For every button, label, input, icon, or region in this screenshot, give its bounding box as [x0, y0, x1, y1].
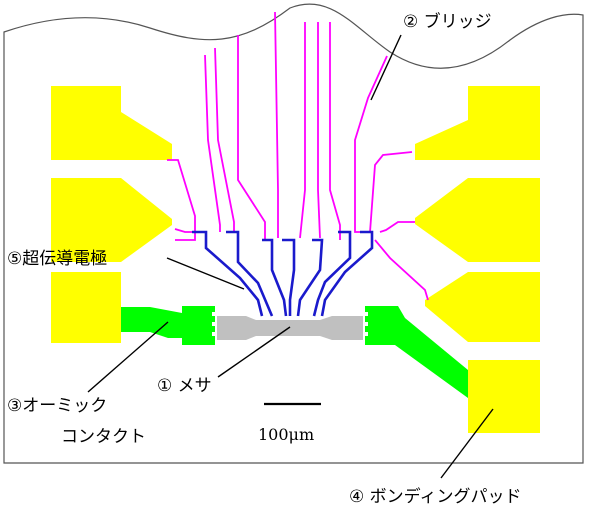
pad-left-middle [51, 178, 172, 262]
leader-bridge [370, 34, 402, 101]
bridges [167, 11, 429, 301]
ohmic-contact-left [121, 306, 215, 345]
bonding-pads [51, 86, 540, 433]
pad-right-middle [415, 178, 540, 262]
pad-right-bottom [468, 360, 540, 433]
leader-superconductor [166, 257, 245, 290]
pad-right-top [415, 86, 540, 160]
ohmic-fingers [212, 312, 368, 336]
mesa [217, 316, 363, 340]
leader-ohmic [87, 321, 169, 393]
leader-lines [87, 34, 494, 479]
label-bridge: ② ブリッジ [403, 11, 492, 32]
pad-left-top [51, 86, 172, 160]
pad-right-lower [425, 272, 540, 342]
pad-left-bottom [51, 272, 121, 343]
label-mesa: ① メサ [157, 376, 212, 396]
ohmic-contacts [121, 306, 468, 398]
label-ohmic-line2: コンタクト [61, 427, 146, 447]
label-bonding-pad: ④ ボンディングパッド [349, 486, 521, 507]
leader-mesa [217, 326, 291, 378]
superconducting-electrodes [192, 230, 374, 317]
scale-bar-label: 100μm [258, 425, 314, 444]
ohmic-contact-right [365, 306, 468, 398]
leader-bonding-pad [440, 408, 494, 479]
label-superconducting-electrode: ⑤超伝導電極 [7, 249, 107, 269]
label-ohmic-line1: ③オーミック [7, 396, 107, 416]
